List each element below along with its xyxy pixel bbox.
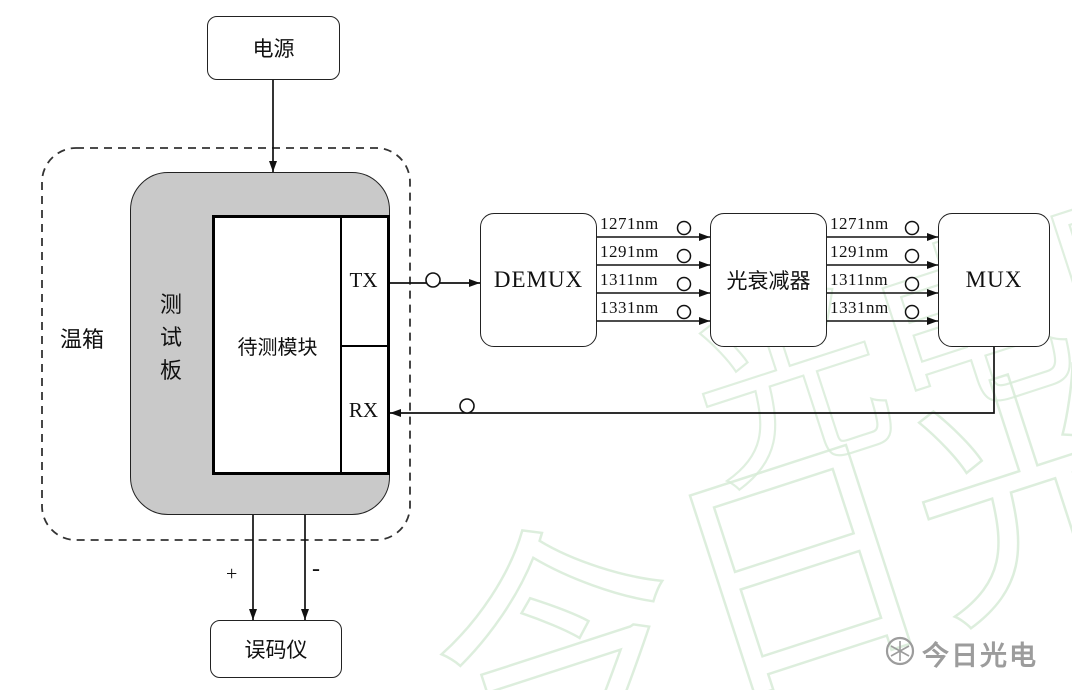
wavelength-label-1271-a: 1271nm (600, 214, 659, 233)
plus-polarity-label: + (226, 563, 238, 585)
tx-port-label: TX (349, 268, 378, 292)
power-supply-label: 电源 (252, 37, 295, 61)
module-under-test-box: 待测模块 TX RX (212, 215, 390, 475)
power-supply-box: 电源 (207, 16, 340, 80)
wavelength-label-1331-a: 1331nm (600, 298, 659, 317)
optical-attenuator-box: 光衰减器 (710, 213, 827, 347)
wavelength-label-1271-b: 1271nm (830, 214, 889, 233)
mux-label: MUX (965, 267, 1023, 292)
bit-error-tester-box: 误码仪 (210, 620, 342, 678)
module-horizontal-divider (340, 345, 387, 347)
optical-attenuator-label: 光衰减器 (726, 269, 811, 293)
mux-box: MUX (938, 213, 1050, 347)
rx-port-label: RX (348, 398, 379, 422)
wavelength-label-1291-a: 1291nm (600, 242, 659, 261)
wavelength-label-1311-a: 1311nm (600, 270, 659, 289)
demux-box: DEMUX (480, 213, 597, 347)
temperature-chamber-label: 温箱 (60, 327, 105, 352)
wavelength-label-1311-b: 1311nm (830, 270, 889, 289)
minus-polarity-label: - (312, 556, 320, 582)
wavelength-label-1331-b: 1331nm (830, 298, 889, 317)
brand-watermark-text: 今日光电 (922, 641, 1038, 671)
module-under-test-label: 待测模块 (237, 336, 318, 359)
demux-label: DEMUX (493, 267, 584, 292)
test-board-label: 测试板 (159, 292, 182, 383)
wavelength-label-1291-b: 1291nm (830, 242, 889, 261)
bit-error-tester-label: 误码仪 (244, 638, 308, 662)
